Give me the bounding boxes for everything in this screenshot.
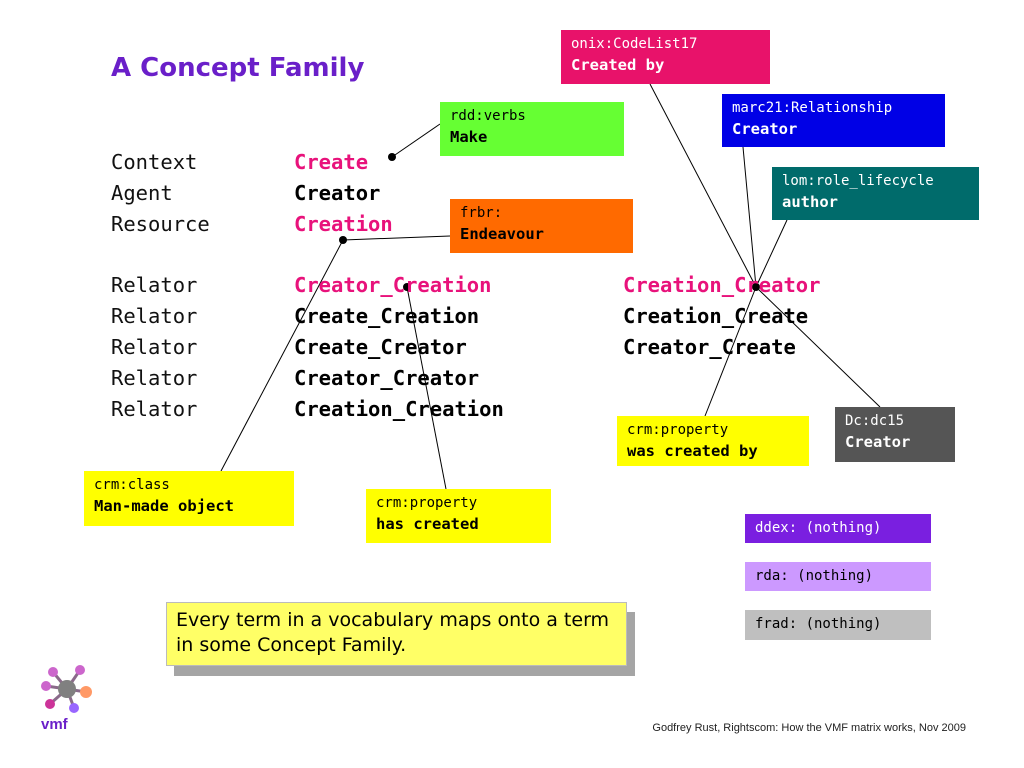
connector-onix: [649, 83, 757, 288]
row-label: Relator: [111, 335, 198, 359]
frbr-box: frbr: Endeavour: [450, 199, 633, 253]
frbr-term: Endeavour: [460, 225, 544, 243]
row-label: Relator: [111, 397, 198, 421]
connector-dot-create: [388, 153, 396, 161]
page-title: A Concept Family: [111, 53, 365, 83]
rdd-verbs-box: rdd:verbs Make: [440, 102, 624, 156]
dc-scheme: Dc:dc15: [845, 413, 905, 429]
connector-crm-property-was: [704, 286, 757, 417]
row-term: Create: [294, 150, 369, 174]
crm-class-scheme: crm:class: [94, 477, 170, 493]
rda-nothing-box: rda: (nothing): [745, 562, 931, 591]
connector-marc21: [742, 146, 757, 288]
row-label: Relator: [111, 273, 198, 297]
onix-codelist17-box: onix:CodeList17 Created by: [561, 30, 770, 84]
connector-dc: [755, 286, 881, 408]
connector-dot-creation: [339, 236, 347, 244]
connector-rdd: [391, 123, 441, 158]
vmf-logo-text: vmf: [41, 716, 68, 733]
marc21-relationship-box: marc21:Relationship Creator: [722, 94, 945, 147]
frad-nothing-box: frad: (nothing): [745, 610, 931, 640]
row-label: Relator: [111, 304, 198, 328]
lom-term: author: [782, 193, 838, 211]
connector-crm-property-has: [406, 286, 447, 490]
connector-dot-creator-creation: [403, 283, 411, 291]
row-label: Relator: [111, 366, 198, 390]
callout-box: Every term in a vocabulary maps onto a t…: [166, 602, 627, 666]
row-term: Create_Creation: [294, 304, 480, 328]
row-term-inverse: Creation_Create: [623, 304, 809, 328]
dc-dc15-box: Dc:dc15 Creator: [835, 407, 955, 462]
connector-frbr: [342, 235, 451, 241]
footer-credit: Godfrey Rust, Rightscom: How the VMF mat…: [652, 722, 966, 734]
row-term-inverse: Creation_Creator: [623, 273, 821, 297]
crm-class-term: Man-made object: [94, 497, 234, 515]
row-term: Creator_Creation: [294, 273, 492, 297]
crm-property-was-term: was created by: [627, 442, 758, 460]
connector-crm-class: [220, 239, 344, 472]
rdd-scheme: rdd:verbs: [450, 108, 526, 124]
rda-text: rda: (nothing): [755, 568, 874, 584]
onix-term: Created by: [571, 56, 665, 74]
crm-property-has-created-box: crm:property has created: [366, 489, 551, 543]
ddex-text: ddex: (nothing): [755, 520, 882, 536]
row-label: Agent: [111, 181, 173, 205]
dc-term: Creator: [845, 433, 911, 451]
lom-role-lifecycle-box: lom:role_lifecycle author: [772, 167, 979, 220]
row-label: Resource: [111, 212, 210, 236]
row-label: Context: [111, 150, 198, 174]
frbr-scheme: frbr:: [460, 205, 503, 221]
row-term: Creation: [294, 212, 393, 236]
row-term: Create_Creator: [294, 335, 467, 359]
crm-property-has-term: has created: [376, 515, 479, 533]
crm-property-was-created-by-box: crm:property was created by: [617, 416, 809, 466]
row-term: Creator: [294, 181, 381, 205]
connector-lom: [755, 219, 788, 288]
row-term-inverse: Creator_Create: [623, 335, 796, 359]
crm-property-has-scheme: crm:property: [376, 495, 478, 511]
onix-scheme: onix:CodeList17: [571, 36, 698, 52]
connector-dot-creation-creator: [752, 283, 760, 291]
rdd-term: Make: [450, 128, 488, 146]
frad-text: frad: (nothing): [755, 616, 882, 632]
row-term: Creator_Creator: [294, 366, 480, 390]
crm-class-box: crm:class Man-made object: [84, 471, 294, 526]
vmf-logo-icon: [41, 665, 92, 713]
row-term: Creation_Creation: [294, 397, 504, 421]
crm-property-was-scheme: crm:property: [627, 422, 729, 438]
marc21-term: Creator: [732, 120, 798, 138]
marc21-scheme: marc21:Relationship: [732, 100, 893, 116]
ddex-nothing-box: ddex: (nothing): [745, 514, 931, 543]
lom-scheme: lom:role_lifecycle: [782, 173, 934, 189]
